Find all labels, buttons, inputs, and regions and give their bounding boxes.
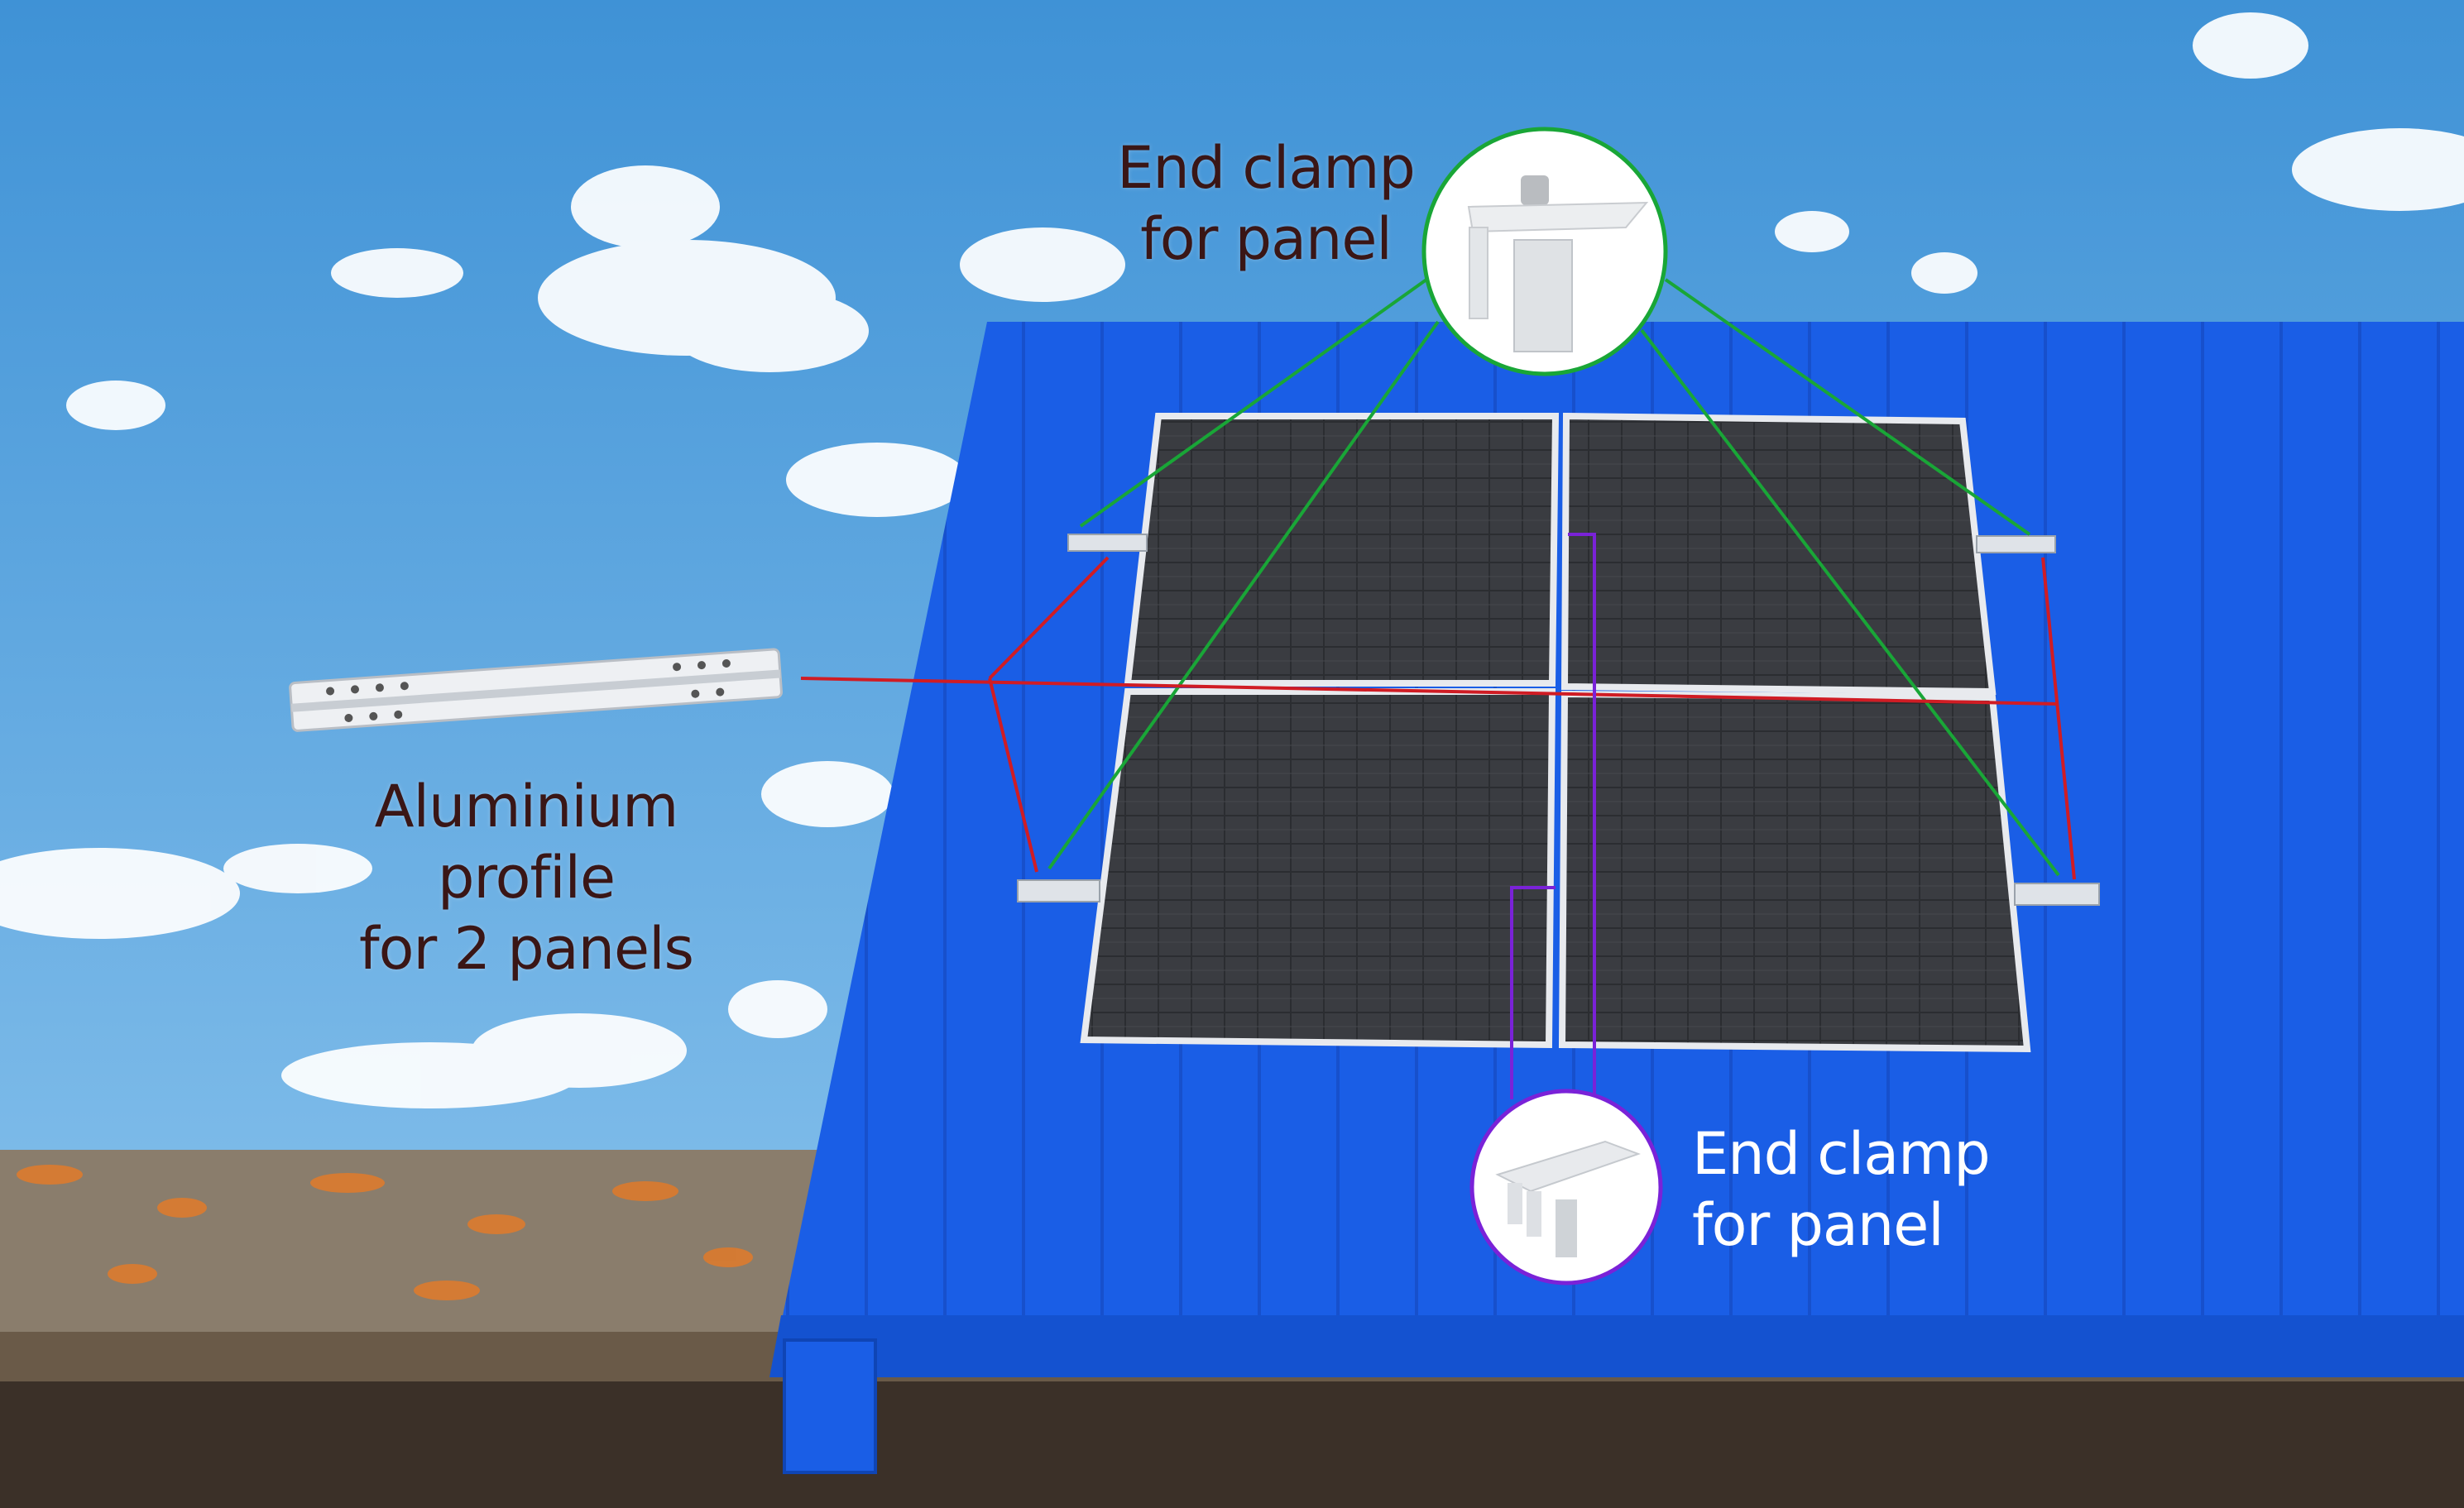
- solar-panel-top-right: [1560, 412, 1997, 696]
- bottom-clamp-label: End clamp for panel: [1692, 1118, 2106, 1261]
- clouds: [0, 12, 2464, 1108]
- top-clamp-label: End clamp for panel: [1100, 132, 1431, 275]
- lichen-spots: [17, 1165, 753, 1300]
- end-clamp-image: [1467, 175, 1649, 352]
- aluminium-profile-image: [289, 648, 783, 732]
- solar-panel-bottom-left: [1080, 688, 1556, 1049]
- mid-clamp-image: [1495, 1140, 1641, 1257]
- red-leader-lines: [800, 556, 2076, 880]
- profile-label: Aluminium profile for 2 panels: [278, 771, 774, 984]
- solar-panel-top-left: [1124, 413, 1560, 687]
- green-leader-lines: [1047, 278, 2060, 877]
- purple-leader-lines: [1510, 533, 1596, 1099]
- solar-panel-bottom-right: [1558, 690, 2031, 1053]
- bottom-clamp-label-line1: End clamp: [1692, 1120, 1991, 1188]
- roof-gutter: [769, 1315, 2464, 1377]
- top-clamp-label-line2: for panel: [1140, 205, 1393, 273]
- solar-panels: [1080, 412, 2031, 1053]
- bottom-clamp-label-line2: for panel: [1692, 1191, 1944, 1259]
- profile-label-line1: Aluminium profile: [374, 773, 679, 912]
- top-clamp-label-line1: End clamp: [1117, 134, 1416, 202]
- profile-label-line2: for 2 panels: [359, 915, 694, 983]
- end-clamp-callout-top: [1421, 127, 1668, 376]
- downpipe: [783, 1338, 877, 1474]
- mid-clamp-callout-bottom: [1469, 1089, 1663, 1285]
- lichen-roof-edge: [0, 1150, 827, 1336]
- rails: [1017, 534, 2100, 906]
